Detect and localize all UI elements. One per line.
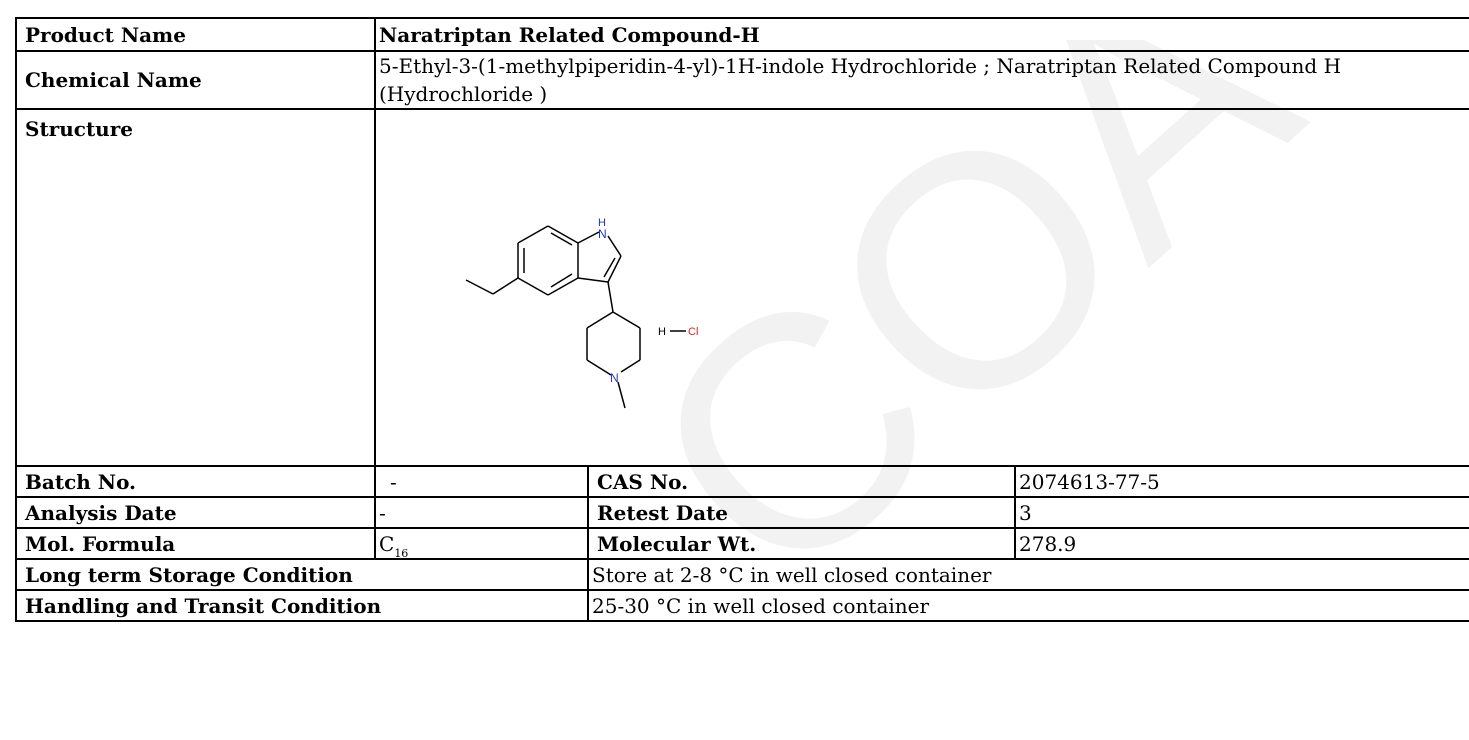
product-name-label: Product Name [15, 17, 376, 52]
mol-formula-value: C16 [374, 527, 589, 560]
mol-formula-label: Mol. Formula [15, 527, 376, 560]
cas-no-value: 2074613-77-5 [1013, 465, 1469, 498]
analysis-date-value: - [374, 496, 589, 529]
cas-no-label: CAS No. [587, 465, 1016, 498]
handling-row: Handling and Transit Condition 25-30 °C … [15, 589, 1469, 622]
analysis-row: Analysis Date - Retest Date 3 [15, 496, 1469, 529]
product-name-value: Naratriptan Related Compound-H [373, 17, 1469, 52]
atom-n-piperidine: N [610, 371, 619, 385]
batch-no-label: Batch No. [15, 465, 376, 498]
chemical-name-label: Chemical Name [15, 50, 376, 110]
structure-label: Structure [15, 108, 376, 467]
batch-no-value: - [374, 465, 589, 498]
structure-row: Structure [15, 108, 1469, 467]
handling-condition-value: 25-30 °C in well closed container [586, 589, 1469, 622]
hcl-h: H [658, 326, 666, 338]
molecular-wt-value: 278.9 [1013, 527, 1469, 560]
analysis-date-label: Analysis Date [15, 496, 376, 529]
batch-row: Batch No. - CAS No. 2074613-77-5 [15, 465, 1469, 498]
formula-subscript: 16 [394, 546, 409, 560]
molecular-wt-label: Molecular Wt. [587, 527, 1016, 560]
structure-image: N H N H Cl [376, 110, 1469, 459]
retest-date-value: 3 [1013, 496, 1469, 529]
chemical-name-row: Chemical Name 5-Ethyl-3-(1-methylpiperid… [15, 50, 1469, 110]
storage-condition-label: Long term Storage Condition [15, 558, 589, 591]
chemical-name-value: 5-Ethyl-3-(1-methylpiperidin-4-yl)-1H-in… [373, 50, 1469, 110]
storage-condition-value: Store at 2-8 °C in well closed container [586, 558, 1469, 591]
storage-row: Long term Storage Condition Store at 2-8… [15, 558, 1469, 591]
formula-row: Mol. Formula C16 Molecular Wt. 278.9 [15, 527, 1469, 560]
formula-element: C [379, 531, 395, 556]
coa-table: Product Name Naratriptan Related Compoun… [15, 17, 1469, 622]
retest-date-label: Retest Date [587, 496, 1016, 529]
product-name-row: Product Name Naratriptan Related Compoun… [15, 17, 1469, 52]
atom-n-indole: N [598, 227, 607, 241]
atom-h-indole: H [598, 217, 606, 229]
structure-drawing: N H N H Cl [465, 217, 698, 409]
hcl-cl: Cl [688, 326, 698, 338]
handling-condition-label: Handling and Transit Condition [15, 589, 589, 622]
structure-cell: N H N H Cl [373, 108, 1469, 467]
